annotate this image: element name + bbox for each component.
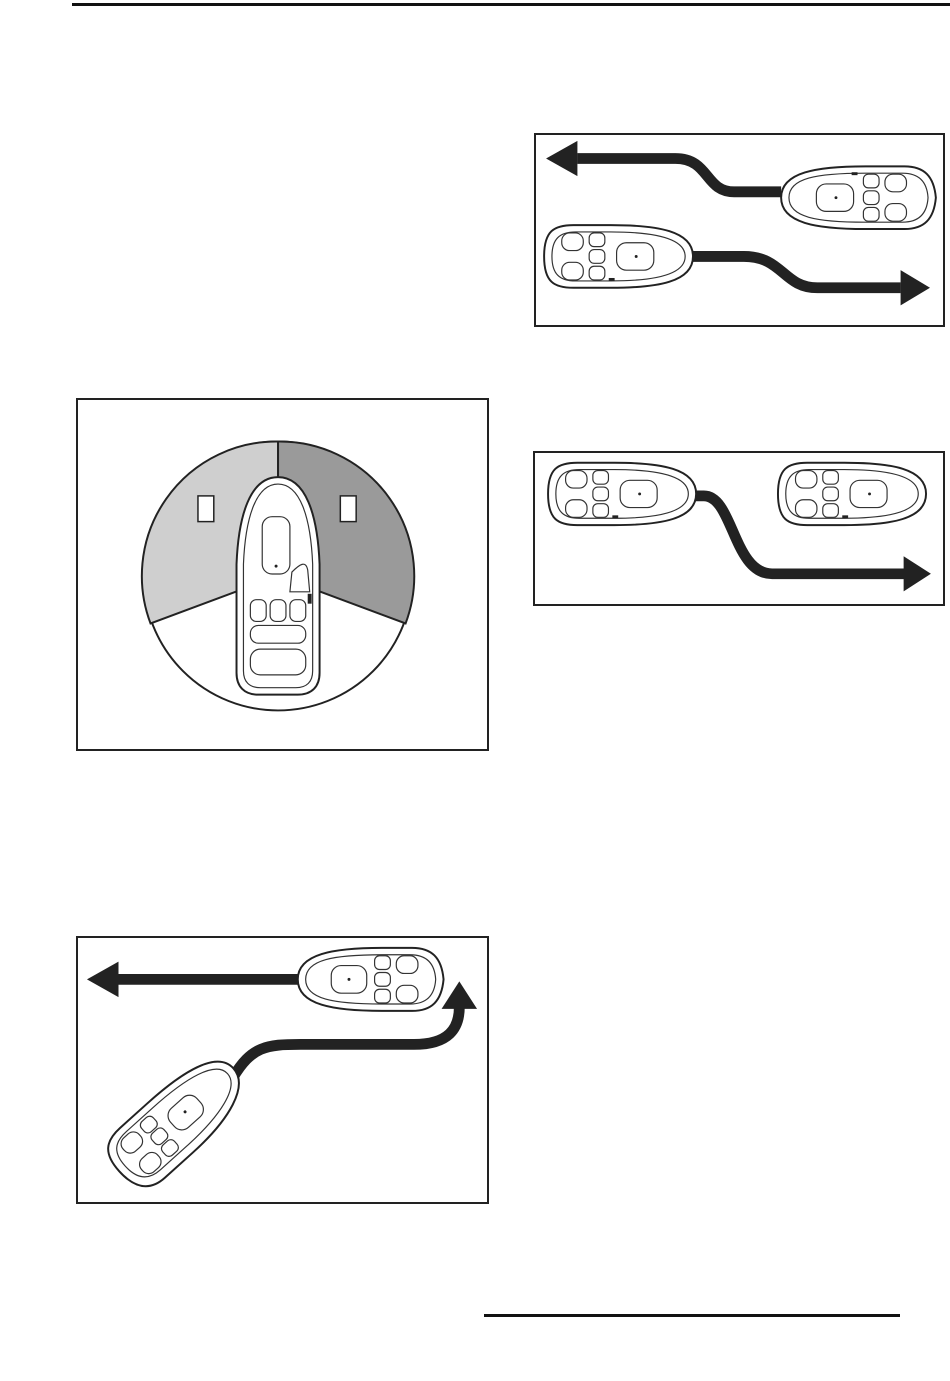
sector-right-label-box	[340, 496, 356, 522]
boat-upper	[781, 166, 936, 229]
figure-crossing-turn	[76, 936, 489, 1204]
figure-passing-left-right	[534, 133, 945, 327]
boat-diagonal	[98, 1045, 257, 1198]
crossing-diagram	[78, 938, 487, 1202]
boat-lower	[544, 225, 693, 288]
figure-overtaking	[533, 451, 945, 606]
arrow-head-overtake	[904, 556, 931, 591]
boat-leftbound	[298, 948, 444, 1011]
path-lower	[693, 256, 901, 287]
arrow-head-right	[901, 270, 930, 305]
arrow-head-straight	[87, 962, 119, 997]
header-rule	[72, 3, 950, 6]
figure-blind-spot-sectors	[76, 398, 489, 751]
path-turn	[233, 1007, 460, 1078]
sector-left-label-box	[198, 496, 214, 522]
boat-center	[237, 477, 320, 695]
passing-diagram	[536, 135, 943, 325]
sector-diagram	[78, 400, 487, 749]
path-upper	[577, 159, 781, 192]
boat-front	[778, 463, 926, 525]
boat-rear	[548, 463, 696, 525]
arrow-head-up	[442, 981, 477, 1009]
arrow-head-left	[546, 141, 577, 176]
overtaking-diagram	[535, 453, 943, 604]
footer-rule	[484, 1314, 900, 1317]
